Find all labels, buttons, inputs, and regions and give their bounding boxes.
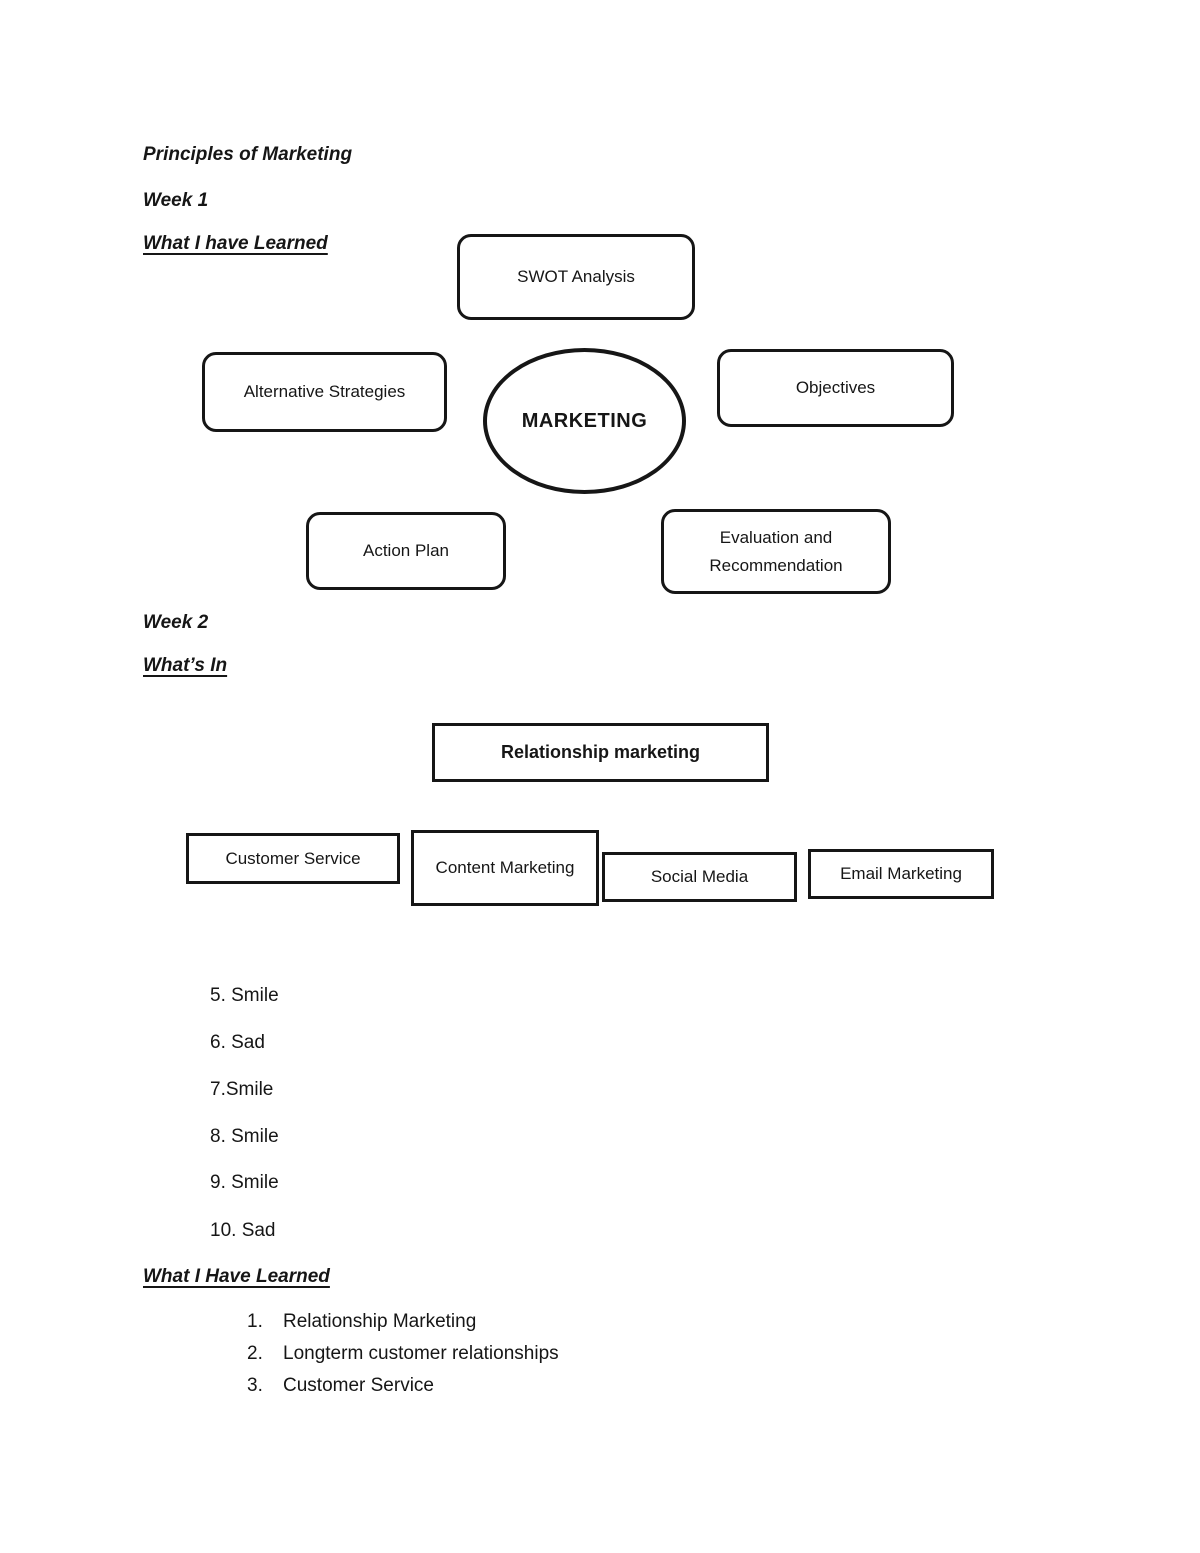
box-customer-service: Customer Service [186,833,400,884]
diagram-node-label: SWOT Analysis [517,267,635,287]
diagram-center-ellipse: MARKETING [483,348,686,494]
answer-item: 9. Smile [210,1172,279,1193]
box-label: Email Marketing [840,864,962,884]
box-label: Customer Service [225,848,361,868]
relationship-marketing-box: Relationship marketing [432,723,769,782]
week1-subheading: What I have Learned [143,233,328,254]
list-item-text: Longterm customer relationships [283,1343,559,1364]
list-item: 2. Longterm customer relationships [247,1343,559,1365]
answer-item: 10. Sad [210,1220,276,1241]
box-social-media: Social Media [602,852,797,902]
diagram-node-label: Objectives [795,378,876,398]
answer-item: 8. Smile [210,1126,279,1147]
learned-heading: What I Have Learned [143,1266,330,1287]
diagram-node-alternative-strategies: Alternative Strategies [202,352,447,432]
list-item-text: Relationship Marketing [283,1311,477,1332]
week2-heading: Week 2 [143,612,209,633]
answer-item: 6. Sad [210,1032,265,1053]
diagram-node-label: Alternative Strategies [243,382,406,402]
box-label: Content Marketing [435,858,575,878]
box-label: Social Media [650,867,749,887]
answer-item: 7.Smile [210,1079,274,1100]
diagram-center-label: MARKETING [521,410,648,432]
diagram-node-label: Action Plan [363,541,449,561]
list-item-number: 2. [247,1343,263,1364]
week2-subheading: What’s In [143,655,228,676]
list-item-number: 1. [247,1311,263,1332]
list-item-text: Customer Service [283,1375,434,1396]
diagram-node-objectives: Objectives [717,349,954,427]
list-item-number: 3. [247,1375,263,1396]
diagram-node-label: Evaluation and Recommendation [709,528,843,575]
doc-title: Principles of Marketing [143,144,353,165]
relationship-marketing-label: Relationship marketing [500,742,701,762]
diagram-node-evaluation-recommendation: Evaluation and Recommendation [661,509,891,594]
week1-heading: Week 1 [143,190,209,211]
diagram-node-swot-analysis: SWOT Analysis [457,234,695,320]
box-email-marketing: Email Marketing [808,849,994,899]
box-content-marketing: Content Marketing [411,830,599,906]
diagram-node-action-plan: Action Plan [306,512,506,590]
list-item: 1. Relationship Marketing [247,1311,476,1333]
answer-item: 5. Smile [210,985,279,1006]
list-item: 3. Customer Service [247,1375,434,1397]
